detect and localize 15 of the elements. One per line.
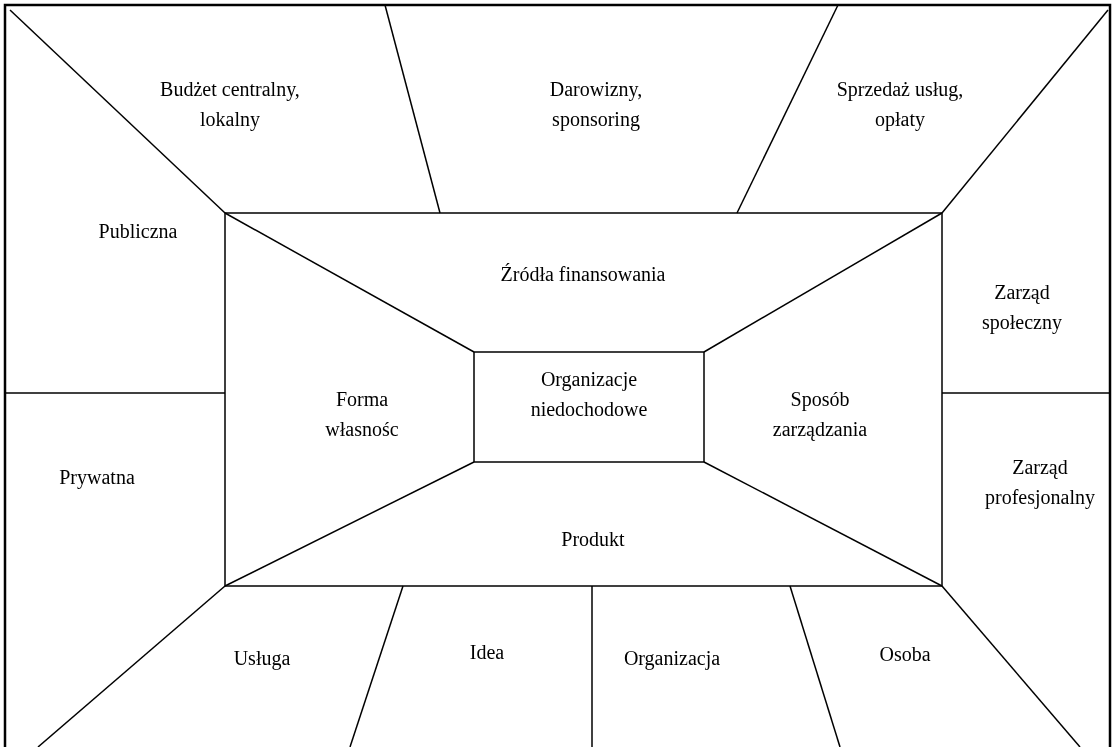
region-label: Sposób zarządzania xyxy=(745,384,895,444)
region-label: Zarząd profesjonalny xyxy=(970,452,1110,512)
region-label: Zarząd społeczny xyxy=(962,277,1082,337)
region-label: Darowizny, sponsoring xyxy=(516,74,676,134)
region-label: Budżet centralny, lokalny xyxy=(135,74,325,134)
region-label: Produkt xyxy=(538,524,648,554)
region-label: Sprzedaż usług, opłaty xyxy=(815,74,985,134)
region-label: Prywatna xyxy=(42,462,152,492)
region-label: Idea xyxy=(452,637,522,667)
region-label: Osoba xyxy=(860,639,950,669)
region-label: Publiczna xyxy=(73,216,203,246)
region-label: Usługa xyxy=(217,643,307,673)
region-label: Źródła finansowania xyxy=(463,259,703,289)
region-label: Organizacja xyxy=(612,643,732,673)
region-label: Forma własnośc xyxy=(302,384,422,444)
